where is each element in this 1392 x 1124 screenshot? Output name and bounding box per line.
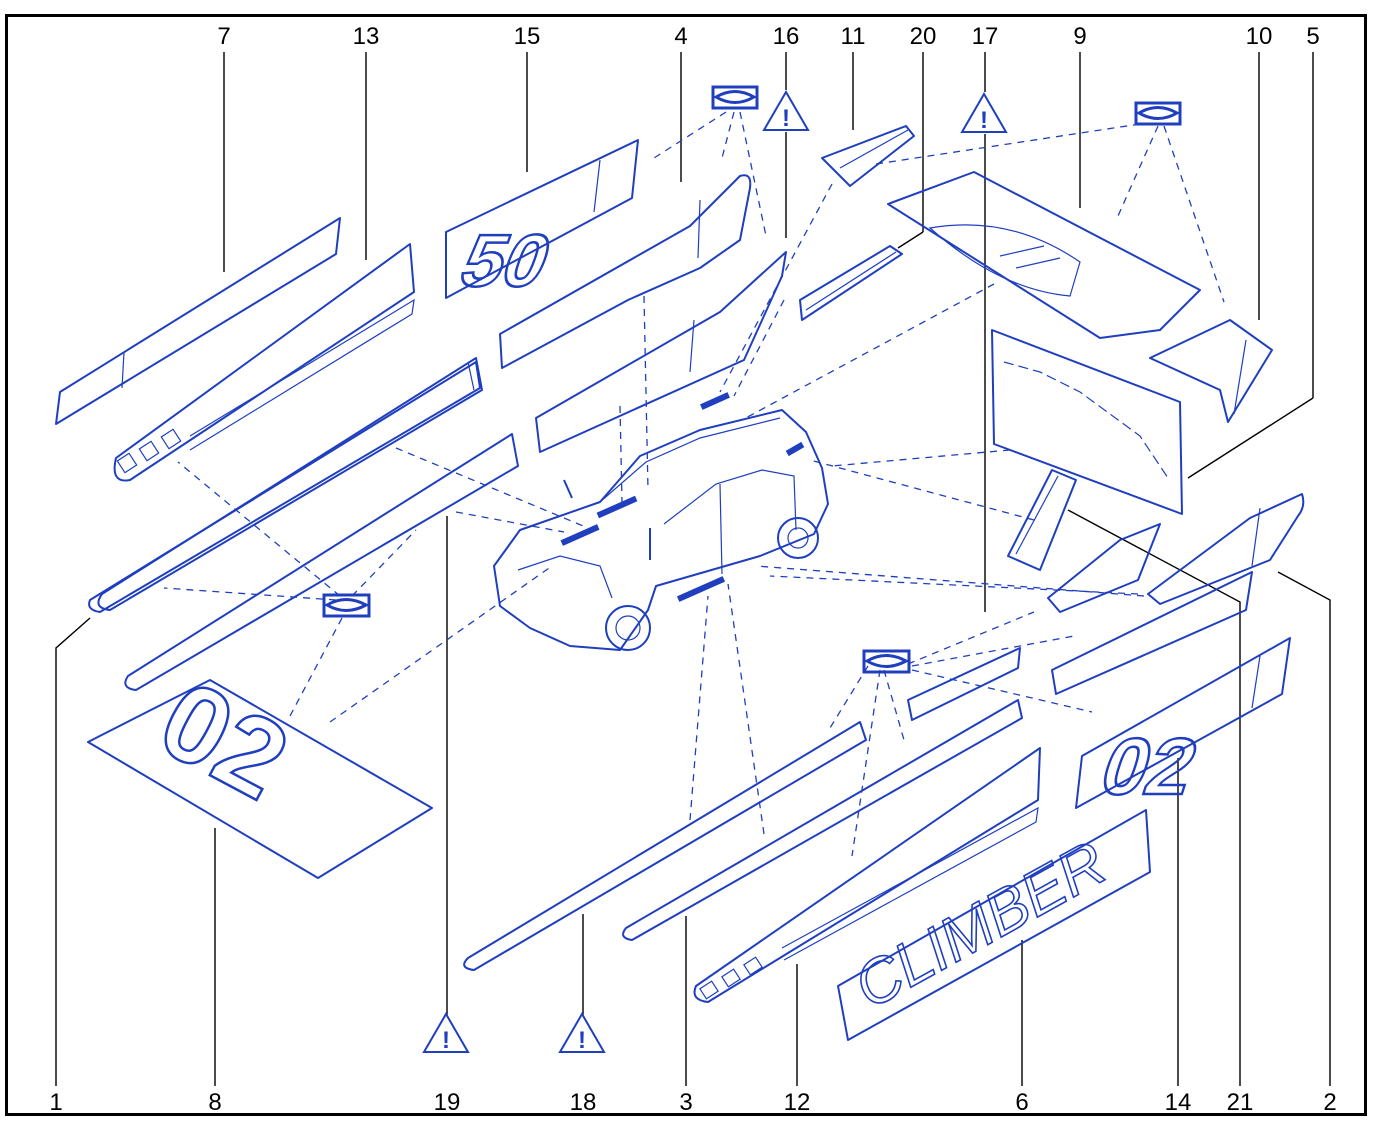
warning-triangle-icon: !: [960, 92, 1008, 134]
callout-3: 3: [679, 1089, 692, 1116]
diagram-frame: [5, 14, 1367, 1116]
callout-10: 10: [1246, 23, 1273, 50]
stripe-3: [622, 699, 1023, 941]
adhesive-pad-icon: [862, 649, 911, 674]
adhesive-pad-icon: [322, 593, 371, 618]
decal-8-number: 02: [141, 657, 307, 823]
callout-16: 16: [773, 23, 800, 50]
stripe-4: [499, 174, 752, 369]
stripe-4-lower: [535, 251, 787, 453]
callout-12: 12: [784, 1089, 811, 1116]
decal-15-number: 50: [450, 220, 562, 302]
stripe-right-mid: [1051, 571, 1253, 695]
part-2-lower: [1047, 523, 1161, 613]
callout-1: 1: [49, 1089, 62, 1116]
callout-8: 8: [208, 1089, 221, 1116]
part-5: [991, 329, 1183, 515]
callout-2: 2: [1323, 1089, 1336, 1116]
stripe-12: [693, 747, 1041, 1003]
svg-text:!: !: [782, 105, 790, 132]
warning-triangle-icon: !: [422, 1012, 470, 1054]
stripe-13: [113, 243, 415, 482]
adhesive-pad-icon: [1134, 101, 1182, 126]
decal-14: 02: [1075, 637, 1291, 813]
decal-15: 50: [445, 139, 639, 304]
svg-text:!: !: [442, 1027, 450, 1054]
callout-7: 7: [217, 23, 230, 50]
part-20: [799, 245, 903, 321]
part-11: [821, 125, 915, 187]
part-10: [1149, 319, 1273, 423]
roof-decal-9: [887, 171, 1201, 339]
callout-19: 19: [434, 1089, 461, 1116]
callout-14: 14: [1165, 1089, 1192, 1116]
stripe-1: [88, 361, 481, 613]
warning-triangle-icon: !: [558, 1012, 606, 1054]
callout-17: 17: [972, 23, 999, 50]
bottom-callouts: 1 8 19 18 3 12 6 14 21 2: [49, 509, 1337, 1116]
adhesive-pad-icon: [711, 85, 759, 110]
stripe-7: [55, 217, 341, 425]
callout-5: 5: [1306, 23, 1319, 50]
callout-6: 6: [1015, 1089, 1028, 1116]
callout-4: 4: [674, 23, 687, 50]
decal-8: 02: [87, 656, 433, 879]
stripe-long-upper: [97, 357, 483, 611]
callout-13: 13: [353, 23, 380, 50]
car-illustration: [493, 392, 829, 651]
svg-text:!: !: [980, 107, 988, 134]
decal-14-number: 02: [1090, 723, 1208, 812]
svg-text:!: !: [578, 1027, 586, 1054]
decal-6-text: CLIMBER: [843, 828, 1118, 1022]
callout-15: 15: [514, 23, 541, 50]
part-21: [1007, 469, 1077, 571]
callout-18: 18: [570, 1089, 597, 1116]
pointer-lines: [163, 111, 1225, 857]
callout-11: 11: [841, 23, 866, 50]
stripe-right-lower: [907, 647, 1021, 721]
stripe-18: [463, 721, 867, 971]
stripe-19: [124, 433, 519, 691]
part-2: [1147, 493, 1305, 605]
callout-9: 9: [1073, 23, 1086, 50]
warning-triangle-icon: !: [762, 90, 810, 132]
top-callouts: 7 13 15 4 16 11 20 17 9 10 5: [217, 23, 1320, 612]
callout-20: 20: [910, 23, 937, 50]
callout-21: 21: [1227, 1089, 1254, 1116]
